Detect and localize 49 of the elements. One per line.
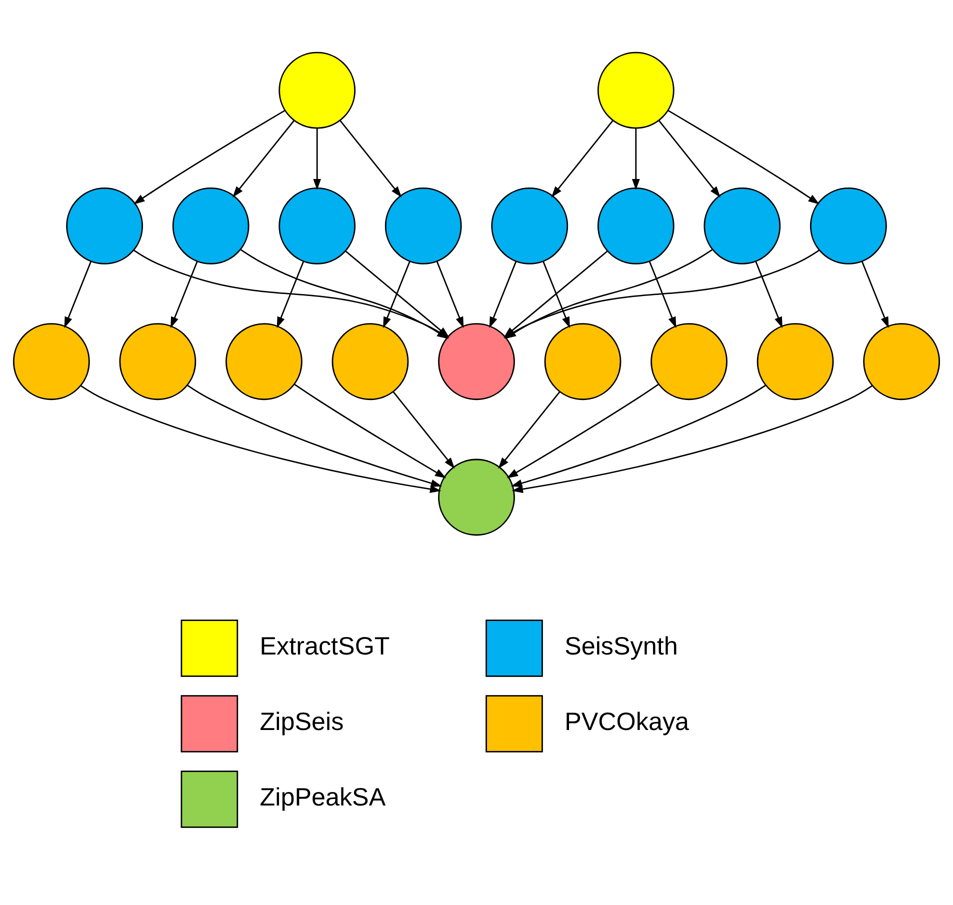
node-circle [756,323,834,400]
arrow [232,120,295,198]
arrow [383,261,410,328]
node-circle [704,188,781,264]
arrow [658,120,720,198]
node-circle [172,188,250,264]
arrow [648,261,676,328]
node-circle [278,188,356,264]
node-circle [810,188,887,264]
legend-label: PVCOkaya [564,708,690,736]
node-circle [384,188,462,264]
node-circle [226,323,302,400]
arrow [489,261,517,328]
node-circle [650,323,728,400]
legend-label: ZipPeakSA [260,783,386,812]
arrow [668,110,820,204]
node-circle [12,323,90,400]
arrow [134,110,286,204]
arrow [276,261,304,328]
arrow [340,120,402,198]
arrow [436,261,464,328]
node-circle [491,188,568,264]
arrow [755,261,782,328]
arrow [506,384,659,478]
node-circle [863,323,940,400]
node-circle [278,52,356,129]
arrow [551,120,614,198]
arrow [498,391,560,469]
legend-label: ExtractSGT [260,632,390,660]
arrow [542,261,570,328]
arrow [294,384,446,478]
arrow [64,261,92,328]
arrow [510,384,766,488]
arrow [186,384,442,488]
arrow [80,385,442,493]
node-circle [544,323,622,400]
arrow [861,261,889,328]
node-circle [597,188,674,264]
arrow [170,261,198,328]
arrow [632,128,640,190]
node-circle [66,188,143,264]
arrow [512,385,873,493]
arrow [392,391,455,469]
legend-label: SeisSynth [564,632,678,660]
legend-label: ZipSeis [260,708,344,736]
arrow [313,128,322,190]
node-circle [597,52,674,129]
node-circle [119,323,196,400]
node-circle [332,323,409,400]
